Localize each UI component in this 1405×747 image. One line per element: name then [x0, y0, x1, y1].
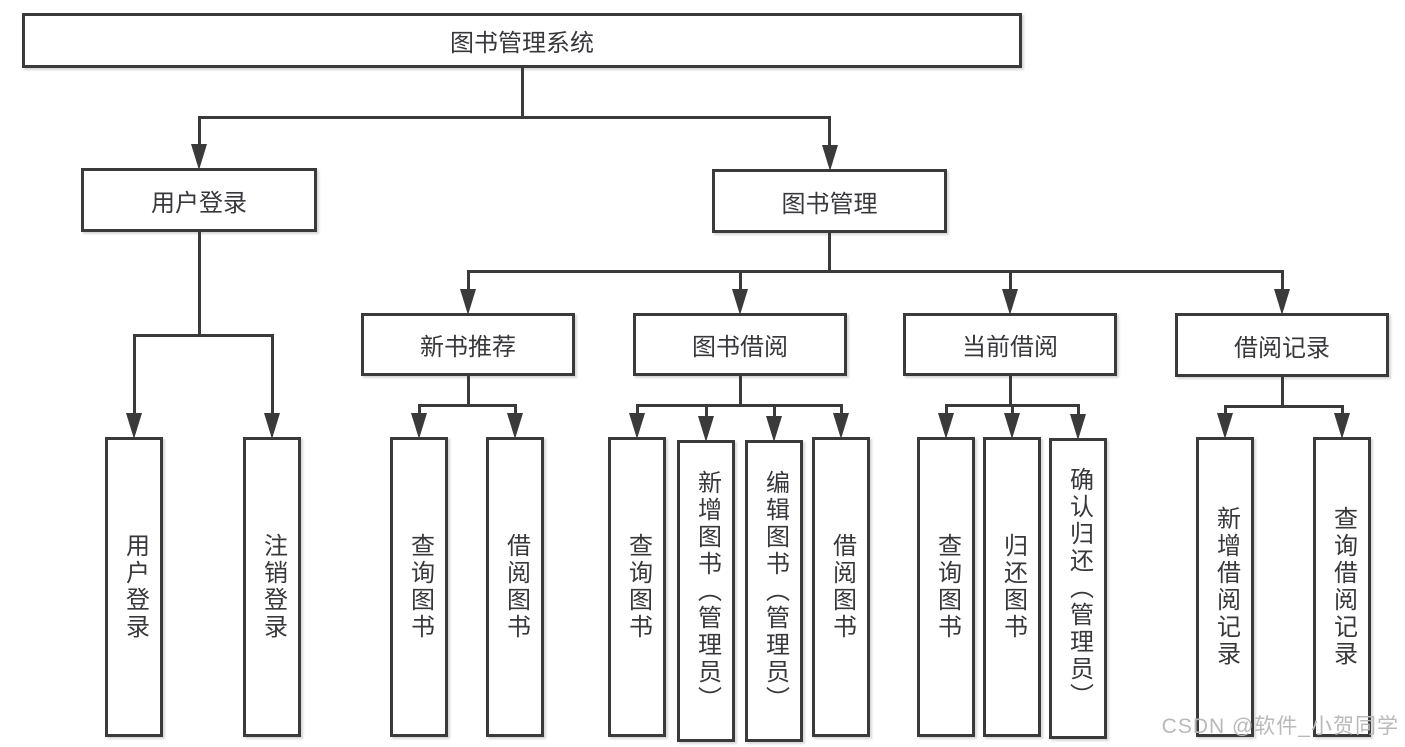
node-user-login: 用户登录	[81, 168, 317, 232]
node-book-mgmt: 图书管理	[712, 169, 947, 233]
edge-root-to-user-login-arrowhead	[191, 144, 207, 170]
node-root: 图书管理系统	[22, 13, 1022, 68]
edge-user-login-to-a1-line	[132, 335, 136, 415]
node-b1: 查询图书	[390, 437, 448, 737]
node-current-borrow: 当前借阅	[903, 313, 1117, 376]
edge-new-books-to-b2-line	[513, 405, 517, 415]
node-borrow-records: 借阅记录	[1175, 313, 1389, 377]
edge-bus-book-borrow	[635, 403, 843, 407]
edge-bus-borrow-records	[1223, 404, 1344, 408]
edge-book-borrow-to-c4-line	[839, 405, 843, 415]
edge-user-login-to-a1-arrowhead	[126, 413, 142, 439]
edge-borrow-records-to-e2-line	[1340, 406, 1344, 415]
node-c1: 查询图书	[608, 437, 666, 737]
edge-user-login-to-a2-line	[270, 335, 274, 415]
edge-new-books-to-b1-arrowhead	[411, 413, 427, 439]
edge-root-to-book-mgmt-arrowhead	[821, 145, 838, 171]
edge-book-borrow-to-c4-arrowhead	[833, 413, 849, 439]
edge-user-login-to-a2-arrowhead	[264, 413, 280, 439]
edge-stem-root	[520, 67, 524, 117]
edge-root-to-book-mgmt-line	[828, 117, 831, 147]
node-a2: 注销登录	[243, 437, 301, 737]
node-e1: 新增借阅记录	[1196, 437, 1254, 737]
node-c2: 新增图书（管理员）	[677, 440, 735, 742]
edge-book-mgmt-to-book-borrow-arrowhead	[732, 289, 748, 315]
edge-book-mgmt-to-new-books-line	[466, 271, 470, 291]
edge-current-borrow-to-d1-arrowhead	[938, 413, 954, 439]
edge-current-borrow-to-d2-arrowhead	[1004, 413, 1020, 439]
edge-stem-book-borrow	[738, 375, 742, 405]
node-c3: 编辑图书（管理员）	[745, 440, 803, 742]
edge-book-borrow-to-c1-arrowhead	[629, 413, 645, 439]
edge-current-borrow-to-d1-line	[944, 405, 948, 415]
edge-borrow-records-to-e1-arrowhead	[1217, 413, 1233, 439]
node-d3: 确认归还（管理员）	[1049, 438, 1107, 739]
edge-book-mgmt-to-book-borrow-line	[738, 271, 742, 291]
edge-book-borrow-to-c3-arrowhead	[766, 416, 782, 442]
node-new-books: 新书推荐	[361, 313, 575, 376]
edge-book-mgmt-to-new-books-arrowhead	[460, 289, 476, 315]
edge-bus-root	[197, 115, 831, 119]
edge-book-mgmt-to-borrow-records-arrowhead	[1274, 289, 1290, 315]
edge-book-borrow-to-c2-arrowhead	[698, 416, 714, 442]
node-c4: 借阅图书	[812, 437, 870, 737]
edge-stem-borrow-records	[1280, 376, 1284, 406]
edge-root-to-user-login-line	[197, 117, 201, 146]
edge-book-borrow-to-c1-line	[635, 405, 639, 415]
node-e2: 查询借阅记录	[1313, 437, 1371, 737]
node-book-borrow: 图书借阅	[633, 313, 847, 376]
edge-stem-current-borrow	[1008, 375, 1012, 405]
node-d1: 查询图书	[917, 437, 975, 737]
edge-book-mgmt-to-current-borrow-arrowhead	[1002, 289, 1018, 315]
edge-book-borrow-to-c3-line	[772, 405, 776, 418]
edge-current-borrow-to-d3-line	[1076, 405, 1080, 416]
edge-bus-book-mgmt	[466, 269, 1284, 273]
edge-book-mgmt-to-borrow-records-line	[1280, 271, 1284, 291]
edge-current-borrow-to-d3-arrowhead	[1070, 414, 1086, 440]
edge-new-books-to-b2-arrowhead	[507, 413, 523, 439]
node-a1: 用户登录	[105, 437, 163, 737]
edge-book-mgmt-to-current-borrow-line	[1008, 271, 1012, 291]
edge-stem-new-books	[466, 375, 470, 405]
node-d2: 归还图书	[983, 437, 1041, 737]
node-b2: 借阅图书	[486, 437, 544, 737]
edge-borrow-records-to-e2-arrowhead	[1334, 413, 1350, 439]
edge-current-borrow-to-d2-line	[1010, 405, 1014, 415]
edge-bus-new-books	[417, 403, 517, 407]
edge-bus-user-login	[132, 333, 274, 337]
edge-book-borrow-to-c2-line	[704, 405, 708, 418]
edge-borrow-records-to-e1-line	[1223, 406, 1227, 415]
edge-new-books-to-b1-line	[417, 405, 421, 415]
edge-stem-user-login	[197, 231, 201, 335]
edge-stem-book-mgmt	[828, 232, 831, 271]
